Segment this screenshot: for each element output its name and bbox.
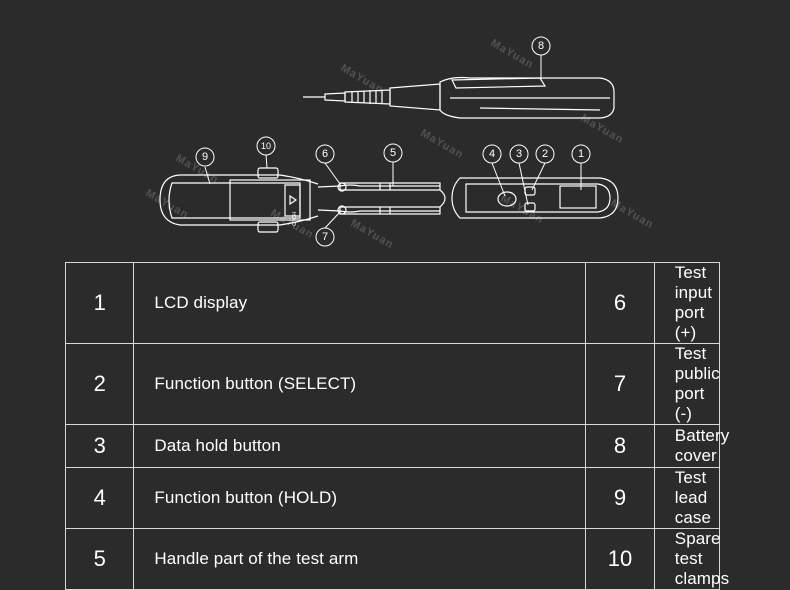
legend-number: 1 (64, 262, 135, 344)
tester-body-side (439, 76, 615, 119)
callout-7: 7 (315, 227, 335, 247)
watermark-group: MaYuan MaYuan MaYuan MaYuan MaYuan MaYua… (144, 37, 656, 251)
callout-2: 2 (535, 144, 555, 164)
legend-label: Data hold button (133, 424, 587, 468)
legend-number: 3 (64, 424, 135, 468)
hold-label: HOLD (290, 212, 296, 226)
legend-label: Handle part of the test arm (133, 528, 587, 590)
callout-9: 9 (195, 147, 215, 167)
svg-text:7: 7 (322, 231, 328, 243)
legend-number: 8 (585, 424, 655, 468)
callout-5: 5 (383, 143, 403, 163)
arm-bottom (317, 209, 440, 213)
legend-number: 6 (585, 262, 655, 344)
legend-number: 2 (64, 343, 135, 425)
test-lead-case: HOLD (159, 167, 319, 233)
probe-neck (389, 83, 441, 111)
legend-label: LCD display (133, 262, 587, 344)
callout-10: 10 (256, 136, 276, 156)
callout-8: 8 (531, 36, 551, 56)
watermark: MaYuan (349, 217, 396, 251)
battery-cover (451, 77, 547, 89)
svg-text:2: 2 (542, 148, 548, 160)
legend-number: 5 (64, 528, 135, 590)
legend-number: 10 (585, 528, 655, 590)
test-arms (317, 182, 446, 215)
callout-3: 3 (509, 144, 529, 164)
svg-text:9: 9 (202, 151, 208, 163)
callout-6: 6 (315, 144, 335, 164)
hold-function-button (497, 191, 517, 207)
legend-number: 4 (64, 467, 135, 529)
svg-text:10: 10 (261, 141, 271, 151)
legend-label: Function button (HOLD) (133, 467, 587, 529)
legend-label: Battery cover (653, 424, 729, 468)
callout-1: 1 (571, 144, 591, 164)
data-hold-button (524, 202, 536, 212)
legend-number: 7 (585, 343, 655, 425)
watermark: MaYuan (609, 197, 656, 231)
watermark: MaYuan (489, 37, 536, 71)
arm-top (317, 184, 440, 188)
watermark: MaYuan (419, 127, 466, 161)
spare-clamp-bottom (257, 221, 279, 233)
svg-text:3: 3 (516, 148, 522, 160)
spare-clamp-top (257, 167, 279, 179)
tester-side-view (303, 76, 615, 119)
callouts: 8 10 9 6 5 7 4 3 (195, 36, 591, 247)
port-minus (337, 205, 347, 215)
callout-leaders (204, 55, 582, 229)
legend-number: 9 (585, 467, 655, 529)
legend-label: Test input port (+) (653, 262, 721, 344)
port-plus (337, 182, 347, 192)
arrow-icon (289, 194, 298, 206)
svg-text:5: 5 (390, 147, 396, 159)
legend-label: Function button (SELECT) (133, 343, 587, 425)
probe-shaft (324, 92, 346, 102)
select-button (524, 186, 536, 196)
legend-label: Test public port (-) (653, 343, 721, 425)
lcd-display (559, 185, 597, 209)
device-diagram: MaYuan MaYuan MaYuan MaYuan MaYuan MaYua… (144, 36, 656, 251)
svg-text:4: 4 (489, 148, 495, 160)
callout-4: 4 (482, 144, 502, 164)
watermark: MaYuan (499, 192, 546, 226)
legend-label: Test lead case (653, 467, 721, 529)
watermark: MaYuan (144, 187, 191, 221)
svg-text:8: 8 (538, 40, 544, 52)
svg-text:1: 1 (578, 148, 584, 160)
svg-text:6: 6 (322, 148, 328, 160)
legend-label: Spare test clamps (653, 528, 729, 590)
